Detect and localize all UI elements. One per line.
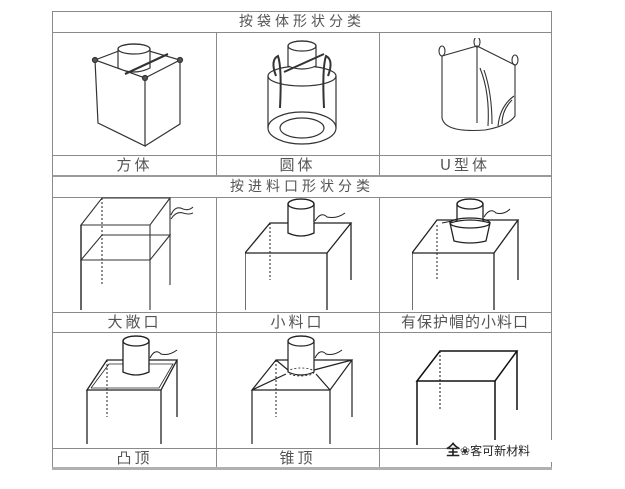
round-bag-figure	[262, 38, 342, 150]
label-open-top: 大敞口	[107, 313, 162, 331]
cube-bag-figure	[90, 38, 200, 150]
watermark-bold: 全	[446, 443, 460, 459]
divider	[216, 32, 217, 176]
label-cube: 方体	[116, 156, 153, 174]
divider	[216, 197, 217, 469]
label-small-inlet-cap: 有保护帽的小料口	[400, 313, 529, 331]
divider	[53, 197, 551, 198]
section-title-bag-shape: 按袋体形状分类	[239, 14, 365, 30]
label-cone-top: 锥顶	[279, 449, 316, 467]
raised-top-figure	[85, 332, 195, 447]
divider	[53, 155, 551, 156]
label-raised-top: 凸顶	[116, 449, 153, 467]
watermark-text: 客可新材料	[470, 444, 531, 458]
open-top-figure	[75, 195, 205, 310]
divider	[53, 332, 551, 333]
label-round: 圆体	[279, 156, 316, 174]
section-title-inlet-shape: 按进料口形状分类	[230, 179, 374, 195]
watermark-icon: ❀	[460, 444, 471, 458]
u-bag-figure	[430, 38, 530, 138]
bag-classification-table: 按袋体形状分类 方体 圆体 U型体 按进料口形状分类 大敞口 小料口 有保护帽的…	[52, 11, 552, 469]
cone-top-figure	[250, 332, 365, 447]
table-bottom-edge	[52, 467, 552, 470]
divider	[53, 312, 551, 313]
divider	[53, 32, 551, 33]
divider	[379, 32, 380, 176]
label-u-shape: U型体	[440, 156, 490, 174]
full-open-figure	[415, 345, 530, 455]
divider	[379, 197, 380, 469]
small-inlet-cap-figure	[412, 195, 532, 310]
divider	[53, 175, 551, 177]
divider	[53, 448, 551, 449]
label-small-inlet: 小料口	[270, 313, 325, 331]
small-inlet-figure	[245, 195, 365, 310]
watermark: 全❀客可新材料	[446, 440, 556, 462]
